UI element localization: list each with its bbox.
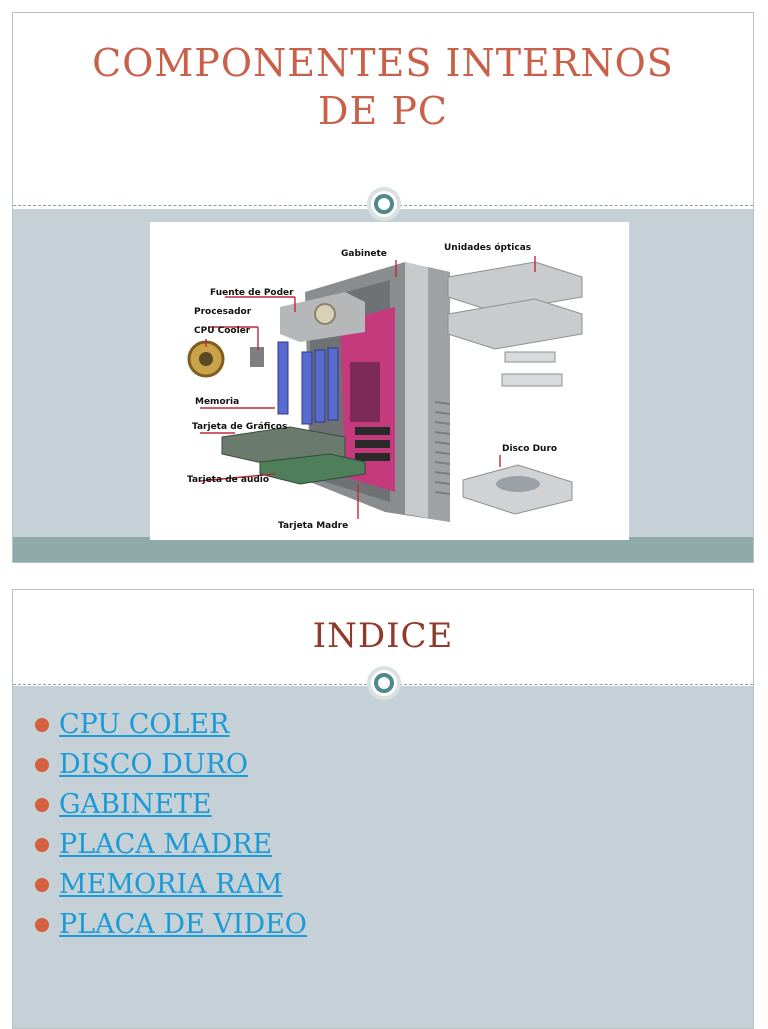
bullet-icon [35, 758, 49, 772]
link-disco-duro[interactable]: DISCO DURO [59, 749, 249, 780]
slide-index: INDICE CPU COLER DISCO DURO GABINETE PLA… [12, 589, 754, 1029]
label-memoria: Memoria [195, 397, 239, 407]
hard-disk-illustration [462, 464, 573, 515]
title-line-2: DE PC [318, 89, 448, 133]
label-tarjeta-audio: Tarjeta de audio [187, 475, 269, 485]
title-line-1: COMPONENTES INTERNOS [92, 41, 674, 85]
slide-title: COMPONENTES INTERNOS DE PC [12, 12, 754, 563]
index-list: CPU COLER DISCO DURO GABINETE PLACA MADR… [35, 705, 307, 945]
label-tarjeta-madre: Tarjeta Madre [278, 521, 348, 531]
power-supply-illustration [280, 292, 365, 342]
pc-components-figure: Gabinete Unidades ópticas Fuente de Pode… [150, 222, 629, 540]
link-placa-de-video[interactable]: PLACA DE VIDEO [59, 909, 307, 940]
slide-title-heading: COMPONENTES INTERNOS DE PC [13, 39, 753, 135]
processor-illustration [250, 347, 264, 367]
index-title: INDICE [312, 616, 454, 656]
label-disco-duro: Disco Duro [502, 444, 557, 454]
divider-circle-icon [367, 187, 401, 221]
label-tarjeta-graficos: Tarjeta de Gráficos [192, 422, 287, 432]
label-fuente-de-poder: Fuente de Poder [210, 288, 294, 298]
list-item: PLACA MADRE [35, 825, 307, 865]
optical-drives-illustration [447, 261, 583, 387]
audio-card-illustration [259, 453, 366, 485]
label-cpu-cooler: CPU Cooler [194, 326, 251, 336]
cpu-cooler-illustration [187, 340, 225, 378]
bullet-icon [35, 918, 49, 932]
link-gabinete[interactable]: GABINETE [59, 789, 212, 820]
memory-illustration [277, 341, 339, 425]
link-cpu-coler[interactable]: CPU COLER [59, 709, 230, 740]
list-item: GABINETE [35, 785, 307, 825]
bullet-icon [35, 798, 49, 812]
bottom-band [13, 537, 753, 562]
link-placa-madre[interactable]: PLACA MADRE [59, 829, 273, 860]
label-gabinete: Gabinete [341, 249, 387, 259]
label-unidades-opticas: Unidades ópticas [444, 242, 531, 253]
list-item: CPU COLER [35, 705, 307, 745]
label-procesador: Procesador [194, 307, 252, 317]
bullet-icon [35, 838, 49, 852]
list-item: DISCO DURO [35, 745, 307, 785]
divider-circle-icon [367, 666, 401, 700]
link-memoria-ram[interactable]: MEMORIA RAM [59, 869, 283, 900]
bullet-icon [35, 718, 49, 732]
list-item: MEMORIA RAM [35, 865, 307, 905]
list-item: PLACA DE VIDEO [35, 905, 307, 945]
bullet-icon [35, 878, 49, 892]
slide-body [13, 686, 753, 1028]
